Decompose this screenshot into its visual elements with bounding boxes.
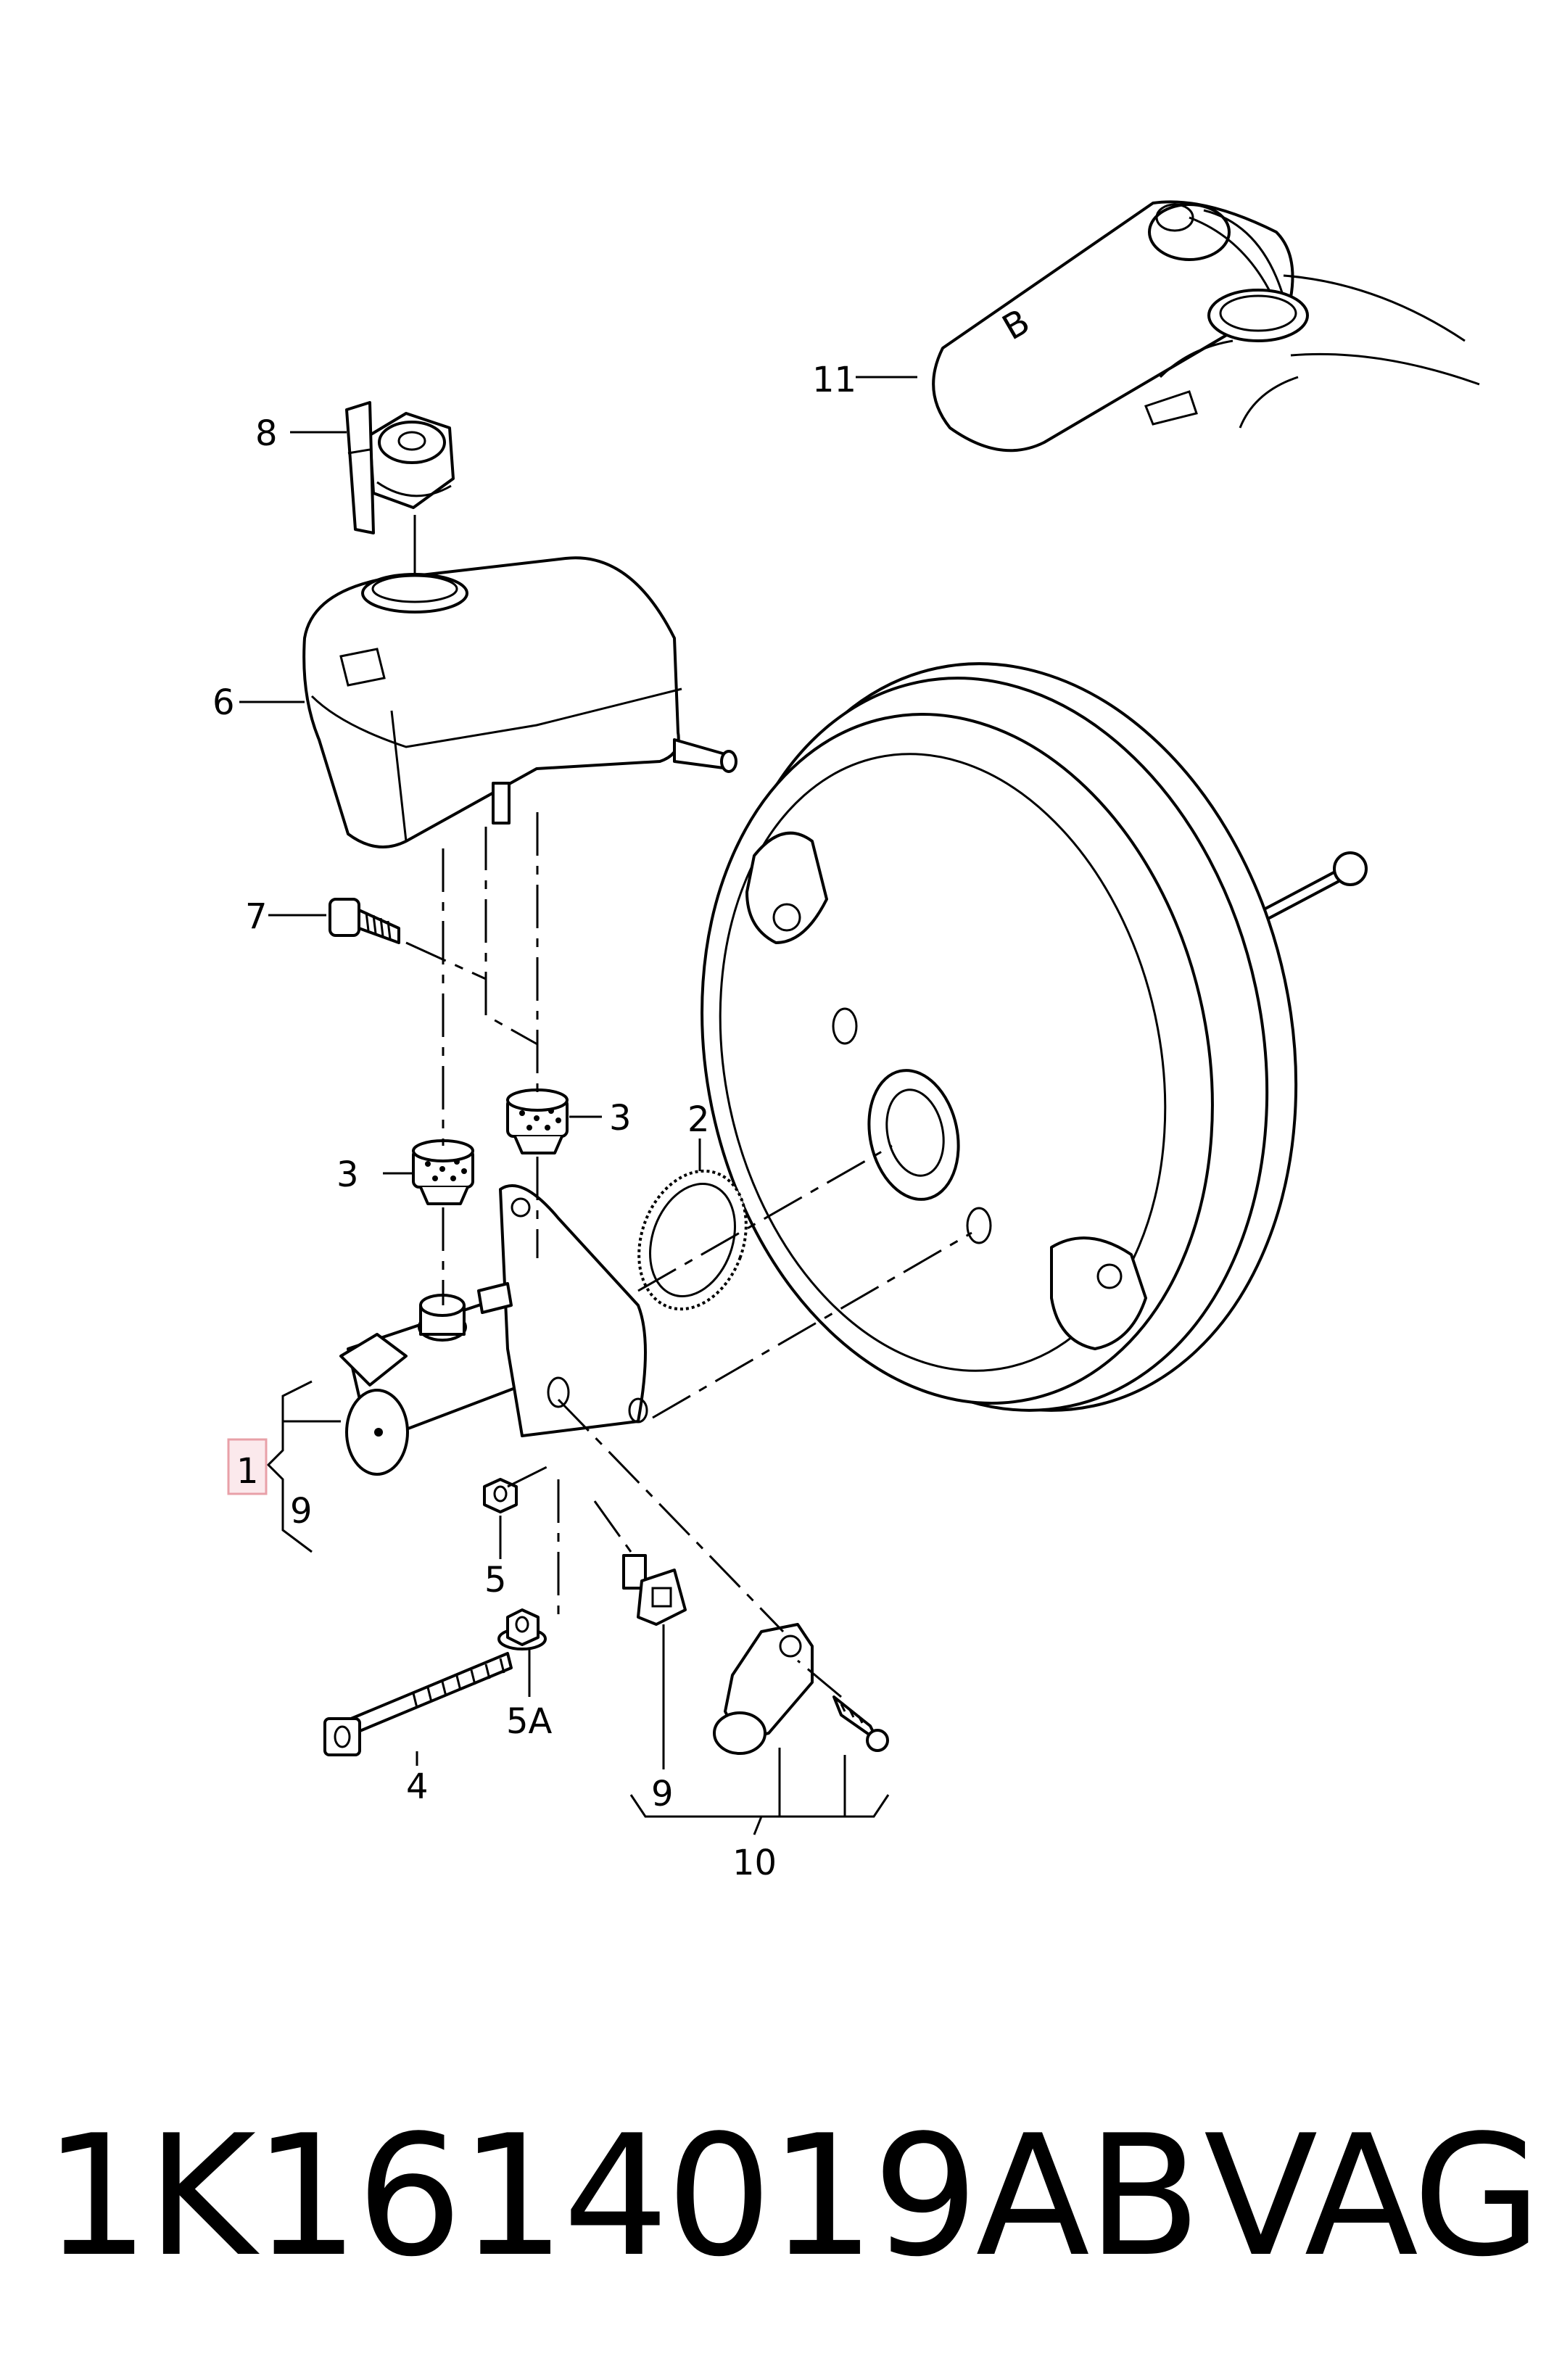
assembly-guide-lines: [405, 812, 972, 1698]
nut: [483, 1478, 518, 1513]
callout-2: 2: [687, 1099, 710, 1140]
callout-5: 5: [484, 1560, 507, 1600]
seal-left: [412, 1139, 474, 1205]
callout-8: 8: [255, 413, 278, 454]
brake-booster: [701, 662, 1368, 1412]
brake-fluid-reservoir: [302, 556, 737, 848]
callout-11: 11: [812, 360, 856, 400]
switch-assembly: [713, 1623, 889, 1755]
seal-right: [506, 1088, 569, 1154]
highlighted-callout-box: [227, 1438, 268, 1495]
long-bolt: [323, 1652, 513, 1756]
flange-nut: [497, 1608, 547, 1650]
reservoir-cap: [345, 401, 455, 534]
callout-labels: 1 2 3 3 4 5 5A 6 7 8 9 9 10 11: [212, 360, 856, 1883]
leader-lines: [239, 376, 917, 1835]
callout-6: 6: [212, 682, 235, 723]
callout-9-bracket: 9: [290, 1491, 313, 1532]
callout-7: 7: [245, 896, 268, 937]
callout-10: 10: [732, 1843, 777, 1883]
part-number: 1K1614019AB: [44, 2100, 1202, 2294]
callout-4: 4: [406, 1767, 429, 1807]
brake-fluid-bottle: B: [932, 200, 1480, 453]
callout-3-left: 3: [336, 1154, 359, 1195]
master-cylinder: [339, 1184, 648, 1476]
brake-light-switch: [622, 1554, 687, 1626]
callout-9-bottom: 9: [651, 1774, 674, 1814]
bolt-small: [328, 898, 400, 944]
callout-1: 1: [236, 1451, 259, 1492]
callout-5a: 5A: [506, 1701, 553, 1742]
brand-name: VAG: [1204, 2100, 1542, 2294]
callout-3-right: 3: [609, 1098, 632, 1139]
part-footer: 1K1614019AB VAG: [0, 2088, 1562, 2306]
